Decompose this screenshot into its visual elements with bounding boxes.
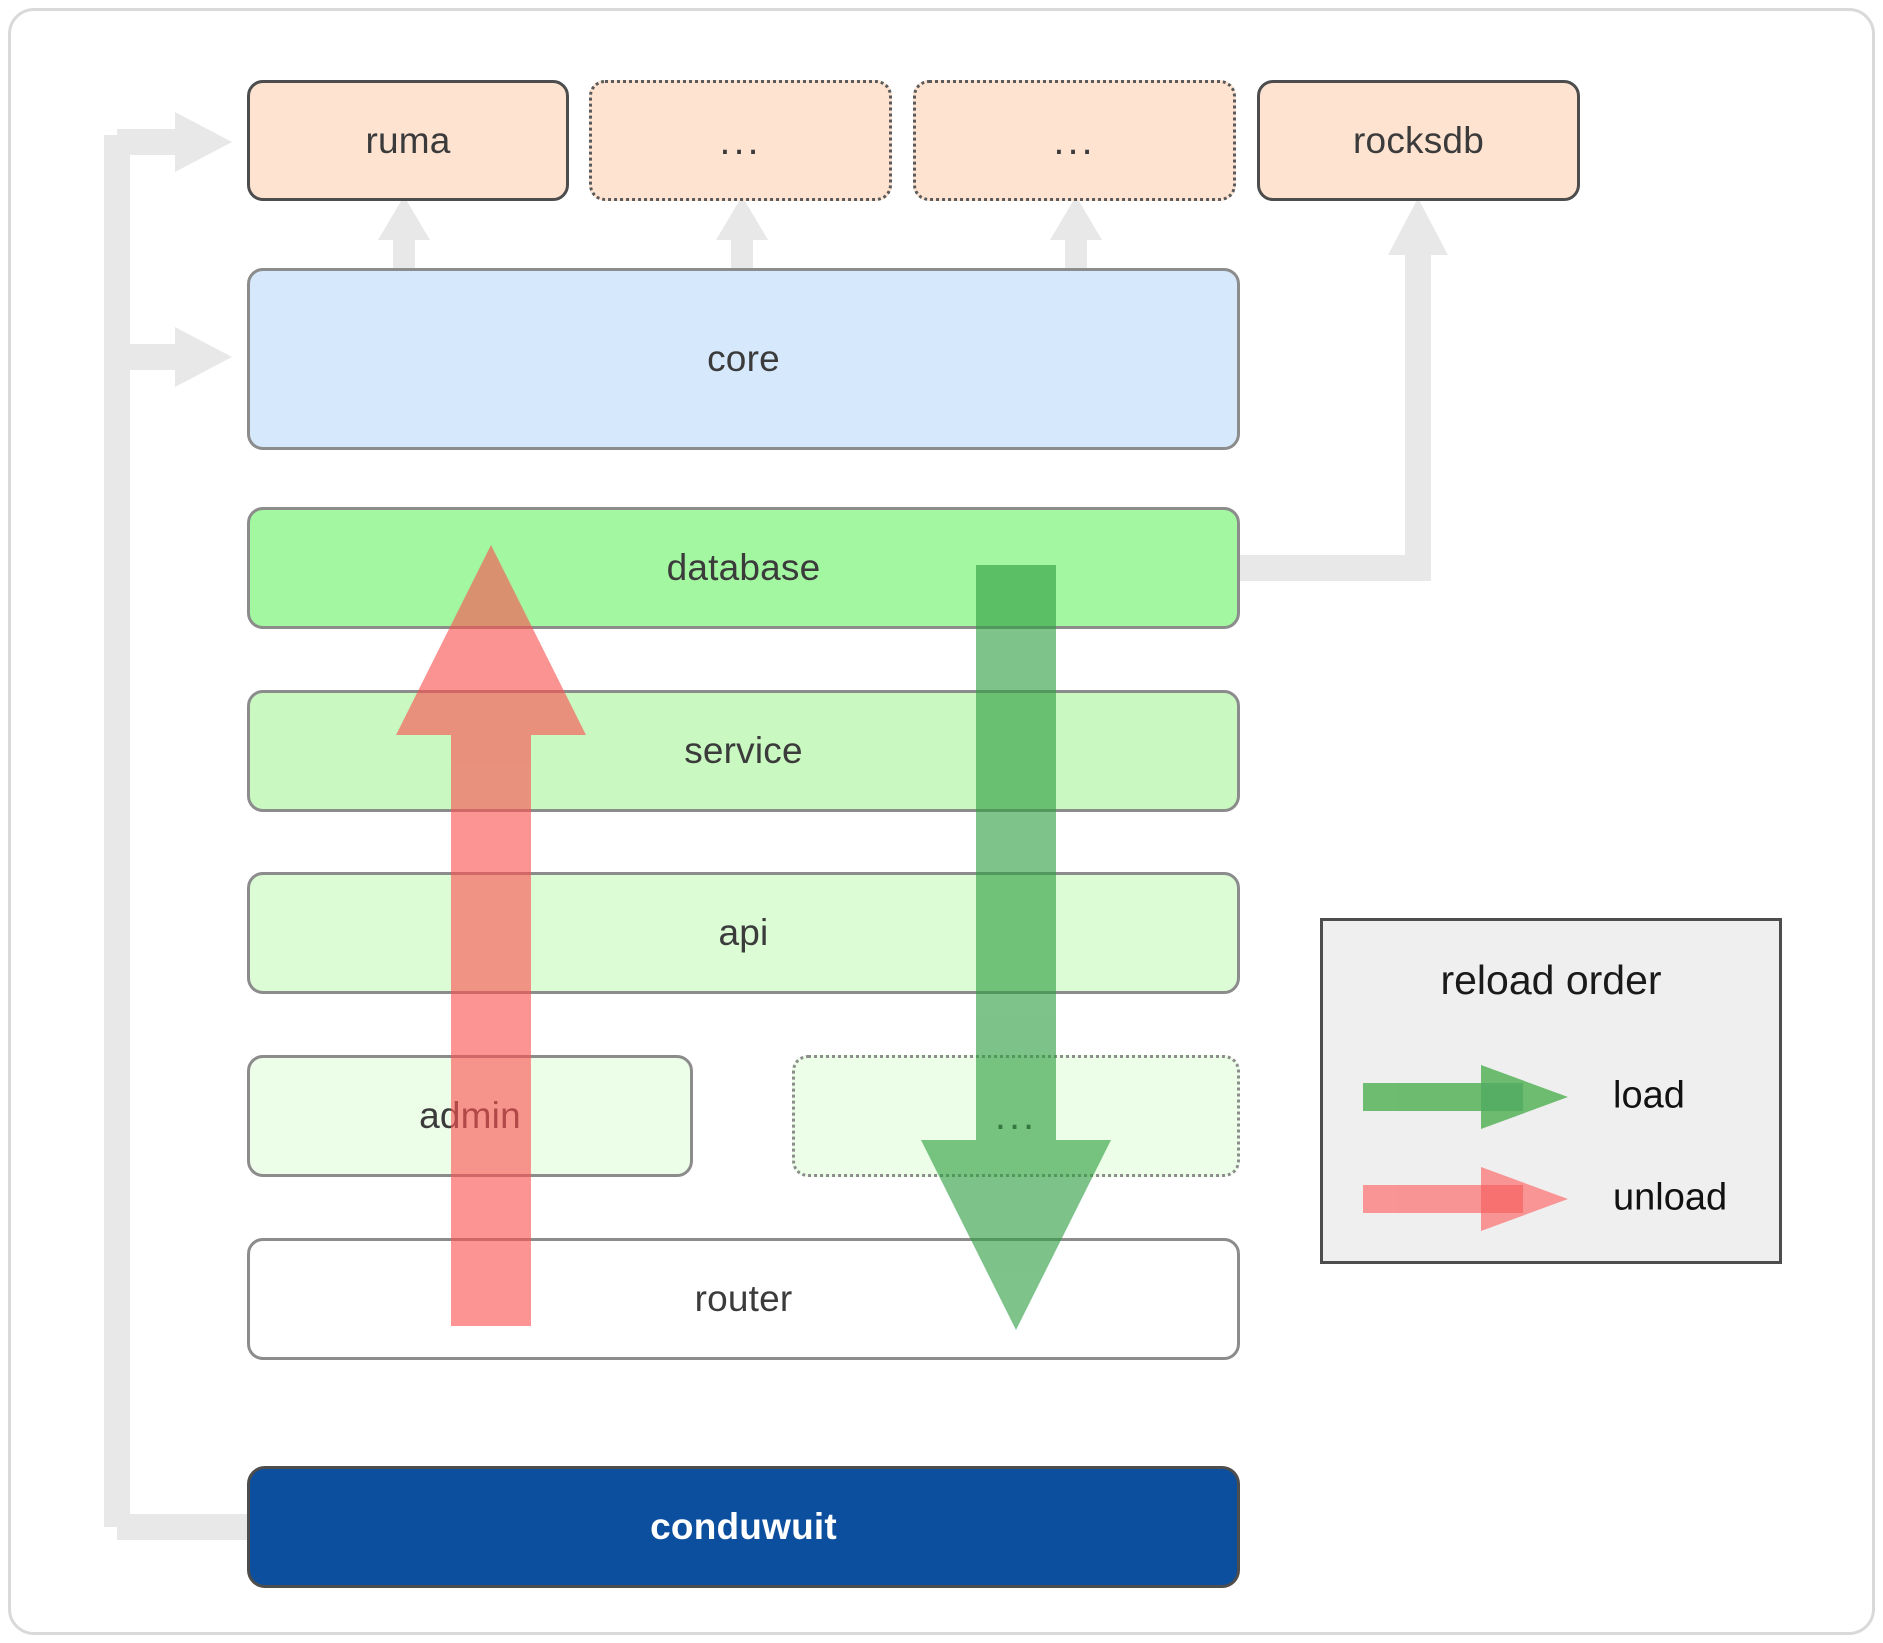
node-core-label: core (707, 338, 780, 379)
node-core[interactable]: core (247, 268, 1240, 450)
node-rocksdb[interactable]: rocksdb (1257, 80, 1580, 201)
unload-arrow-icon (1363, 1167, 1568, 1231)
node-top-ellipsis-2[interactable]: ... (913, 80, 1236, 201)
node-database-label: database (666, 547, 821, 588)
node-router[interactable]: router (247, 1238, 1240, 1360)
node-router-label: router (694, 1278, 793, 1319)
legend-label-unload: unload (1613, 1176, 1728, 1219)
node-conduwuit[interactable]: conduwuit (247, 1466, 1240, 1588)
node-admin-ellipsis-label: ... (994, 1094, 1038, 1138)
node-top-ellipsis-1[interactable]: ... (589, 80, 892, 201)
node-service-label: service (684, 730, 803, 771)
node-top-ellipsis-1-label: ... (719, 118, 762, 163)
node-admin-ellipsis[interactable]: ... (792, 1055, 1240, 1177)
node-admin-label: admin (419, 1095, 521, 1136)
legend-reload-order: reload order load unload (1320, 918, 1782, 1264)
load-arrow-icon (1363, 1065, 1568, 1129)
node-service[interactable]: service (247, 690, 1240, 812)
node-api[interactable]: api (247, 872, 1240, 994)
legend-item-unload: unload (1363, 1163, 1745, 1233)
node-rocksdb-label: rocksdb (1353, 119, 1484, 161)
legend-label-load: load (1613, 1074, 1685, 1117)
diagram-frame (8, 8, 1875, 1635)
node-ruma[interactable]: ruma (247, 80, 569, 201)
legend-item-load: load (1363, 1061, 1745, 1131)
node-admin[interactable]: admin (247, 1055, 693, 1177)
legend-title: reload order (1440, 957, 1662, 1003)
node-top-ellipsis-2-label: ... (1053, 118, 1096, 163)
node-database[interactable]: database (247, 507, 1240, 629)
node-ruma-label: ruma (365, 119, 451, 161)
node-api-label: api (718, 912, 769, 953)
node-conduwuit-label: conduwuit (650, 1506, 837, 1547)
